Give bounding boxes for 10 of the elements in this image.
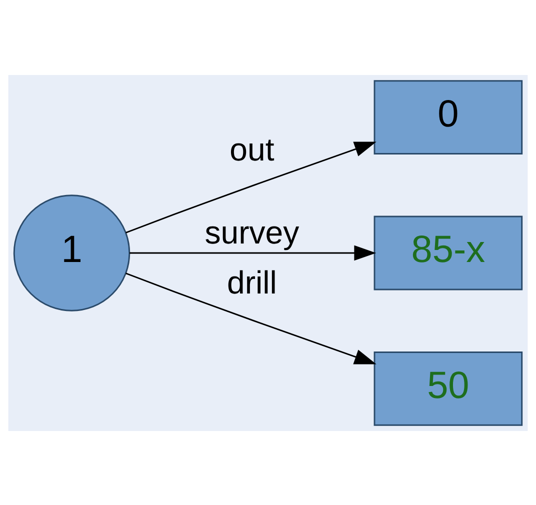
- edge-label: out: [230, 131, 274, 167]
- edge-label: drill: [227, 264, 277, 300]
- arrow: [126, 272, 376, 364]
- node-box: 0: [374, 80, 523, 154]
- node-box: 50: [374, 350, 523, 426]
- node-box: 85-x: [374, 215, 523, 290]
- node-circle: 1: [13, 194, 130, 311]
- arrow: [130, 244, 376, 260]
- edge-label: survey: [204, 214, 300, 250]
- arrow: [126, 141, 376, 233]
